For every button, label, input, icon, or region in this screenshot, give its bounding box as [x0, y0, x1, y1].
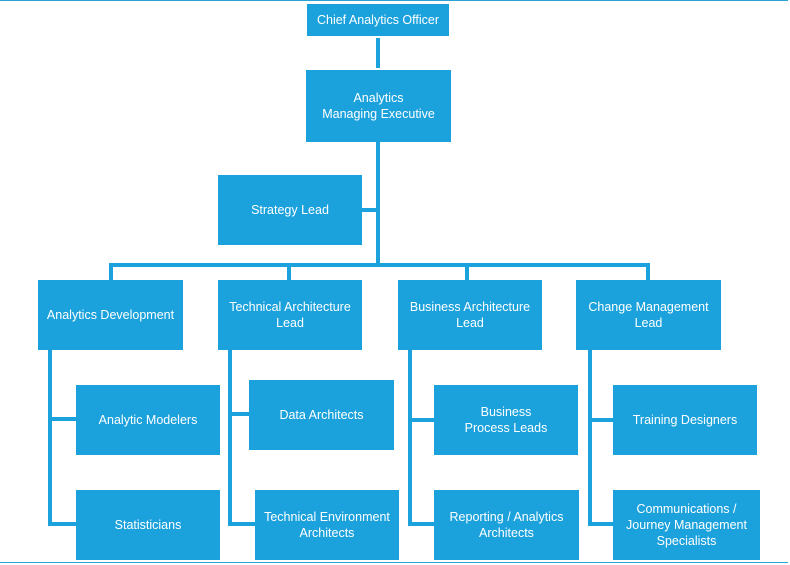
node-training-designers: Training Designers: [613, 385, 757, 455]
node-label-line: Training Designers: [632, 413, 738, 427]
node-label-line: Lead: [276, 316, 304, 330]
node-label: Analytics Development: [47, 307, 174, 323]
node-data-architects: Data Architects: [249, 380, 394, 450]
node-label: Strategy Lead: [251, 202, 329, 218]
node-analytic-modelers: Analytic Modelers: [76, 385, 220, 455]
node-label: Chief Analytics Officer: [317, 12, 439, 28]
node-label-line: Journey Management: [626, 518, 747, 532]
node-label-line: Data Architects: [279, 408, 364, 422]
node-statisticians: Statisticians: [76, 490, 220, 560]
node-label-line: Lead: [634, 316, 663, 330]
node-label: Statisticians: [115, 517, 182, 533]
node-label-line: Business: [480, 405, 532, 419]
node-analytics-development: Analytics Development: [38, 280, 183, 350]
node-label-line: Technical Environment: [264, 510, 390, 524]
node-label-line: Technical Architecture: [229, 300, 351, 314]
node-label-line: Architects: [479, 526, 534, 540]
node-label-line: Communications /: [636, 502, 737, 516]
node-label-line: Change Management: [588, 300, 709, 314]
node-label: Training Designers: [633, 412, 737, 428]
node-label-line: Analytics Development: [46, 308, 175, 322]
node-label: Data Architects: [279, 407, 363, 423]
node-label-line: Architects: [299, 526, 355, 540]
node-label-line: Analytic Modelers: [98, 413, 198, 427]
node-label-line: Statisticians: [114, 518, 182, 532]
node-label-line: Process Leads: [464, 421, 548, 435]
node-label-line: Chief Analytics Officer: [316, 13, 440, 27]
node-label-line: Reporting / Analytics: [449, 510, 564, 524]
node-label-line: Managing Executive: [322, 107, 435, 121]
node-label-line: Analytics: [353, 91, 404, 105]
node-label-line: Lead: [456, 316, 484, 330]
node-label-line: Strategy Lead: [251, 203, 329, 217]
node-chief-analytics-officer: Chief Analytics Officer: [307, 4, 449, 36]
node-strategy-lead: Strategy Lead: [218, 175, 362, 245]
node-label-line: Business Architecture: [409, 300, 531, 314]
node-label: Analytic Modelers: [99, 412, 198, 428]
node-label-line: Specialists: [656, 534, 717, 548]
